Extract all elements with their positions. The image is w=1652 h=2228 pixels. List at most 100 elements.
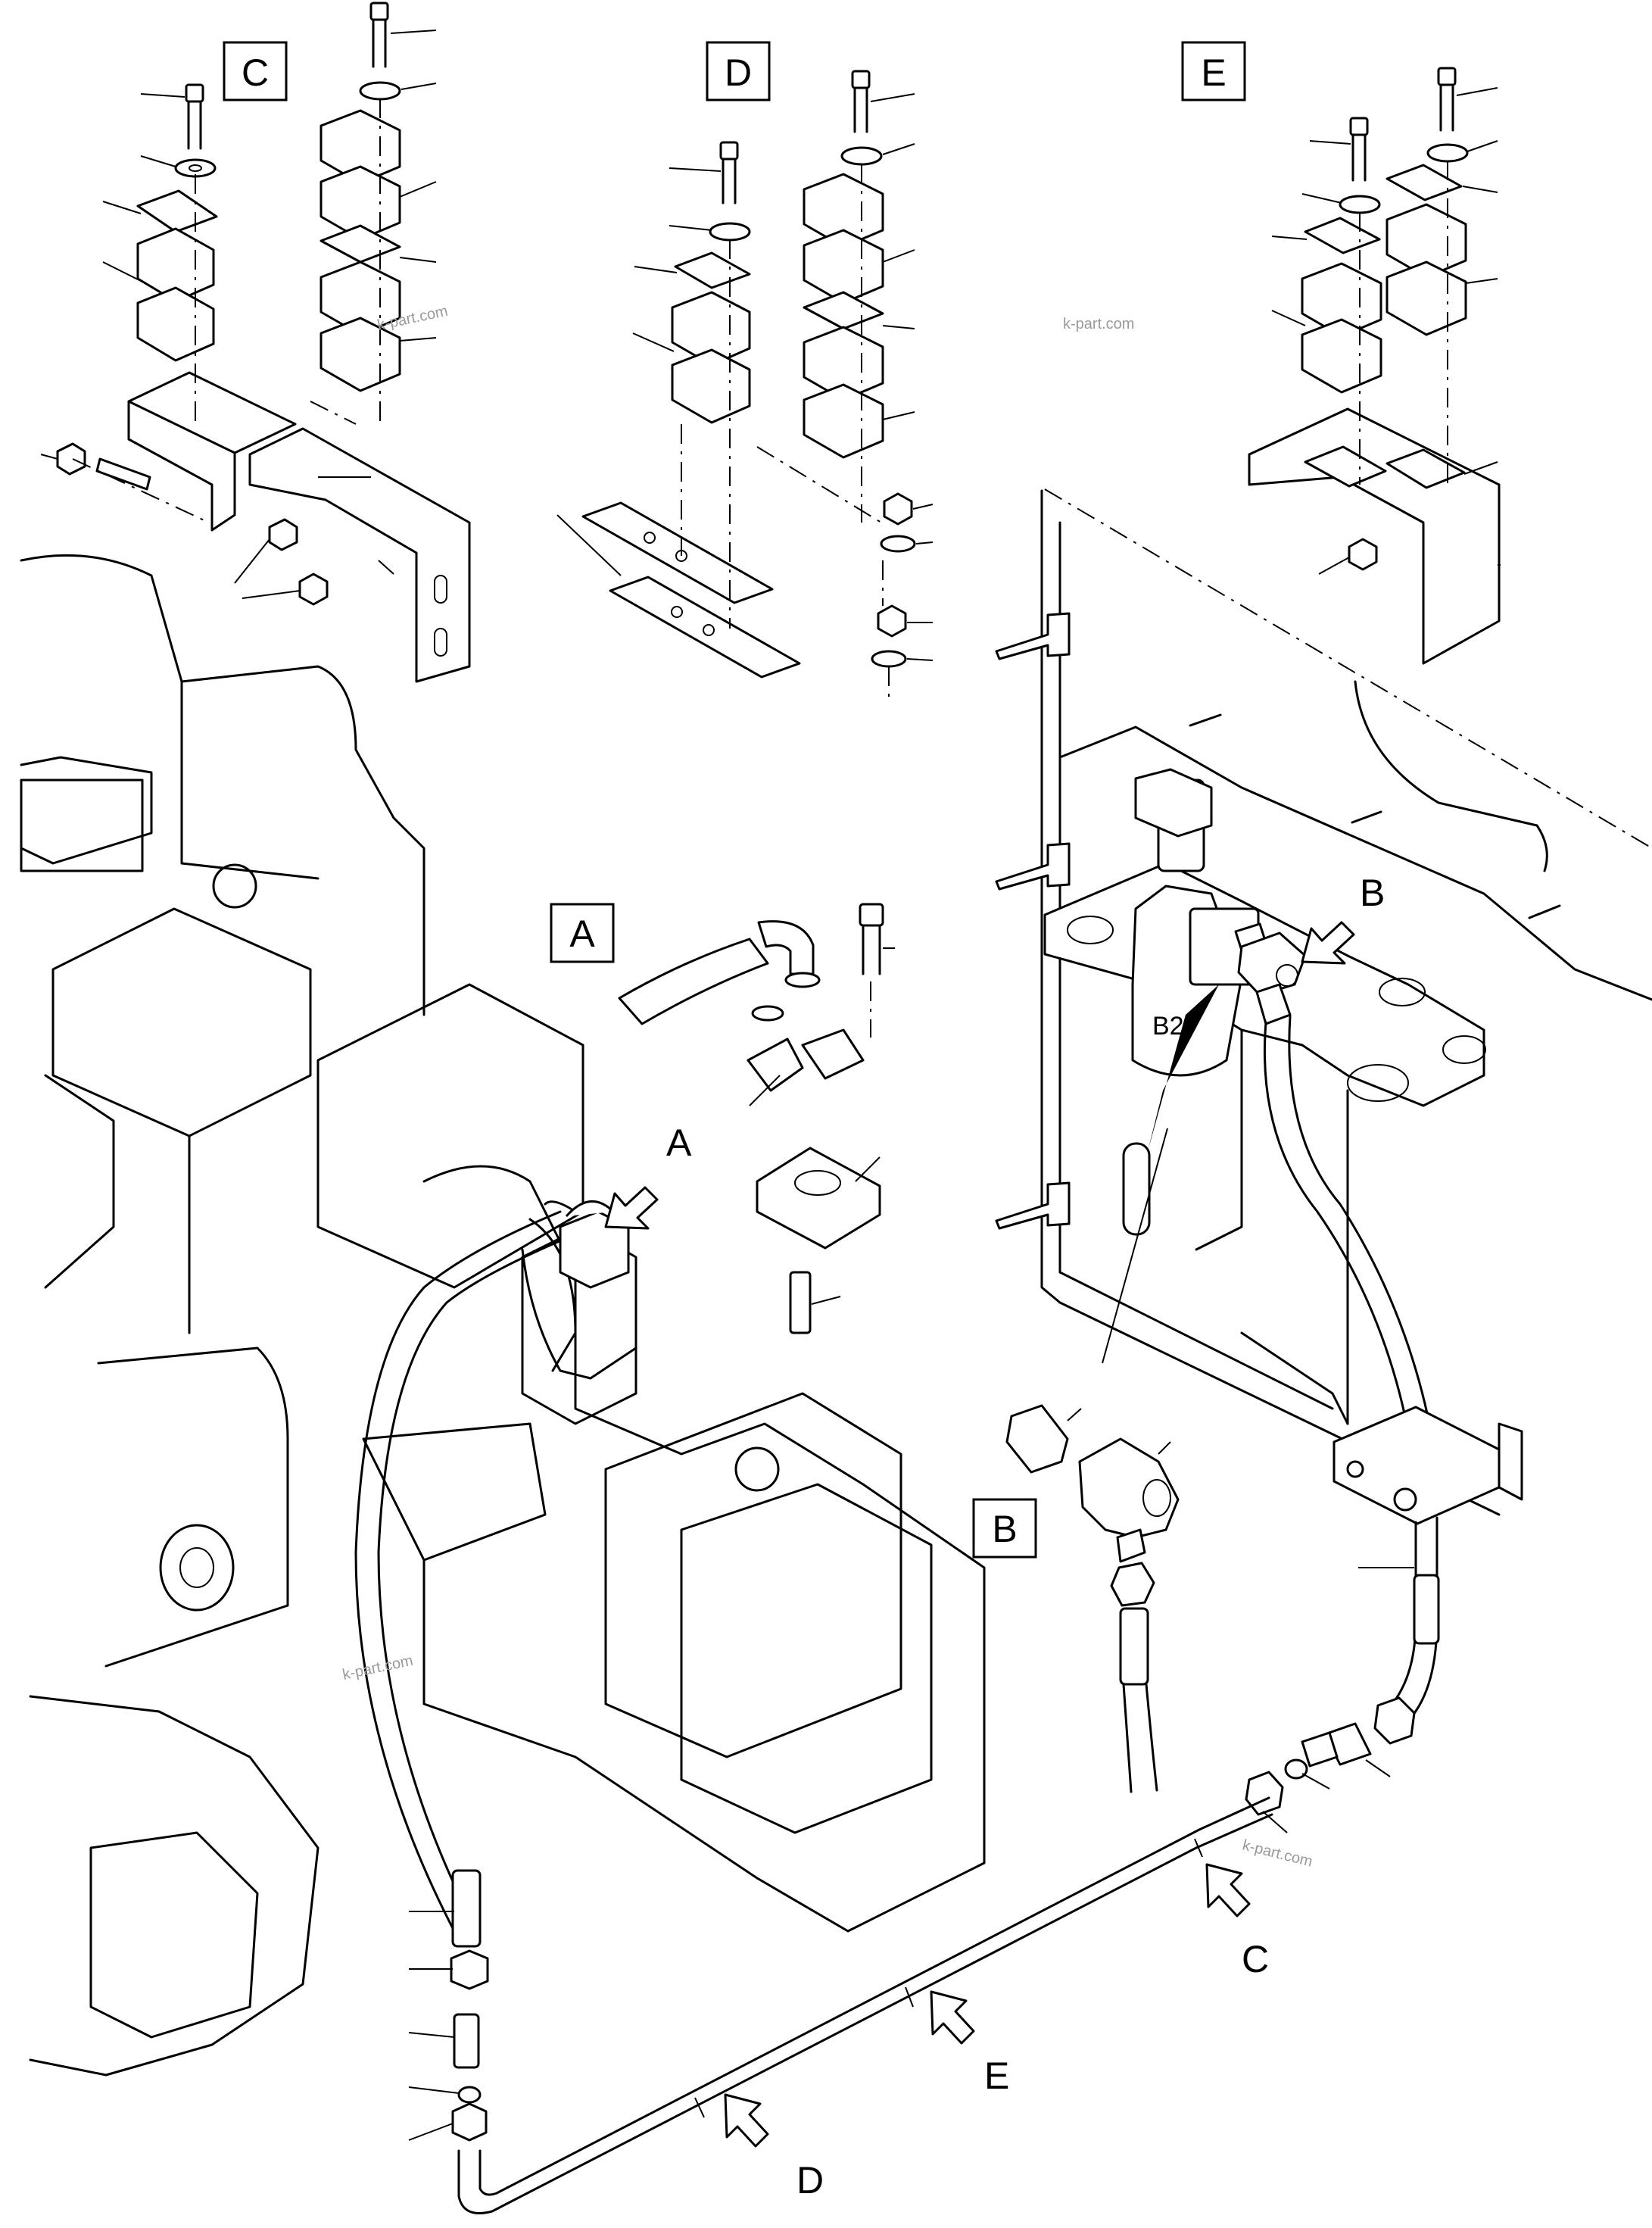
arrow-c xyxy=(1205,1863,1251,1918)
clamp-half xyxy=(1385,203,1467,279)
straight-adapter xyxy=(1005,1404,1069,1474)
angle-bracket xyxy=(248,427,471,683)
washer xyxy=(359,81,401,101)
clamp-half xyxy=(803,383,884,459)
detail-a-label-box xyxy=(550,903,615,963)
hose-nut xyxy=(450,1949,489,1990)
washer xyxy=(174,158,217,178)
callout-b: B xyxy=(1360,872,1385,914)
detail-a-label: A xyxy=(569,913,595,955)
detail-e-assembly: E xyxy=(1044,41,1652,849)
hose-ferrule xyxy=(451,1869,482,1948)
washer xyxy=(1339,195,1381,214)
o-ring xyxy=(784,972,821,988)
rigid-tube xyxy=(457,1813,1273,2214)
callout-a: A xyxy=(666,1122,692,1164)
hose-b xyxy=(1263,1021,1411,1440)
detail-d-assembly: D xyxy=(556,41,934,697)
clamp-plate xyxy=(1385,164,1463,201)
socket-head-screw xyxy=(789,1271,812,1334)
callout-c: C xyxy=(1242,1938,1269,1980)
hose-ferrule xyxy=(1119,1607,1149,1686)
engine-pump-assembly xyxy=(20,554,986,2077)
nut xyxy=(1348,538,1378,571)
clamp-plate xyxy=(803,291,884,330)
nut xyxy=(883,492,913,526)
clamp-half xyxy=(1385,261,1467,336)
pressure-switch-connector xyxy=(1134,768,1213,838)
adapter xyxy=(453,2013,480,2069)
clamp-half xyxy=(671,291,751,367)
split-flange xyxy=(801,1028,865,1080)
detail-c-assembly: C xyxy=(40,2,471,683)
hose-ferrule xyxy=(1413,1574,1440,1645)
clamp-half xyxy=(1301,318,1382,394)
clamp-plate xyxy=(1385,448,1466,489)
detail-c-label-box xyxy=(223,41,288,101)
socket-head-screw xyxy=(859,903,884,927)
detail-e-label-box xyxy=(1181,41,1246,101)
pump-housing xyxy=(422,1165,986,1933)
adapter-fittings xyxy=(1245,1722,1372,1816)
pump-port-fitting xyxy=(521,1200,637,1380)
clamp-plate xyxy=(319,224,401,264)
detail-b-assembly: B xyxy=(972,1404,1180,1793)
nut xyxy=(298,573,329,606)
clamp-half xyxy=(803,173,884,248)
clamp-plate xyxy=(1304,217,1381,254)
mounting-bracket xyxy=(127,371,297,532)
clamp-half-lower xyxy=(136,286,215,362)
lifting-eye xyxy=(734,1446,780,1492)
callout-e: E xyxy=(984,2055,1009,2097)
nut xyxy=(877,604,907,638)
seal-ring xyxy=(751,1005,784,1022)
watermark: k-part.com xyxy=(1063,316,1134,332)
valve-block xyxy=(20,779,144,872)
clamp-half xyxy=(803,326,884,401)
arrow-e xyxy=(930,1990,975,2045)
clamp-plate xyxy=(1304,445,1387,488)
seal-ring xyxy=(457,2086,482,2104)
frame-panel xyxy=(995,489,1652,1516)
washer xyxy=(1426,143,1469,163)
tube-nut xyxy=(451,2102,488,2142)
arrow-b xyxy=(1301,921,1355,965)
lifting-eye xyxy=(212,863,257,909)
detail-b-label: B xyxy=(992,1508,1017,1550)
callout-d: D xyxy=(796,2159,824,2201)
washer xyxy=(840,146,883,166)
clamp-half xyxy=(1301,262,1382,338)
hose-clamp-block xyxy=(1333,1406,1523,1525)
arrow-d xyxy=(724,2093,769,2148)
bolt xyxy=(95,457,151,491)
washer xyxy=(709,222,751,242)
detail-e-label: E xyxy=(1201,51,1226,94)
clamp-half xyxy=(803,229,884,304)
stud-bolt xyxy=(995,612,1561,1230)
detail-d-label-box xyxy=(706,41,771,101)
split-flange xyxy=(747,1038,804,1092)
clamp-half xyxy=(671,348,751,424)
nut xyxy=(56,442,86,476)
detail-b-label-box xyxy=(972,1498,1037,1559)
detail-c-label: C xyxy=(242,51,269,94)
arrow-a xyxy=(604,1186,659,1230)
nut xyxy=(268,518,298,551)
elbow-adapter xyxy=(1078,1437,1180,1539)
watermark: k-part.com xyxy=(1241,1837,1314,1871)
clamp-plate xyxy=(136,189,218,233)
elbow-fitting xyxy=(757,920,815,975)
washer xyxy=(880,535,916,553)
flange-plate xyxy=(756,1147,881,1250)
hose-nut xyxy=(1110,1562,1155,1607)
detail-d-label: D xyxy=(725,51,752,94)
clamp-plate xyxy=(674,251,751,289)
watermark: k-part.com xyxy=(341,1652,414,1683)
washer xyxy=(871,650,907,668)
pump-port xyxy=(159,1524,235,1612)
main-hose xyxy=(354,1210,577,2142)
mounting-bracket xyxy=(1248,407,1501,665)
bolt xyxy=(185,83,204,150)
detail-a-assembly: A xyxy=(550,903,895,1334)
